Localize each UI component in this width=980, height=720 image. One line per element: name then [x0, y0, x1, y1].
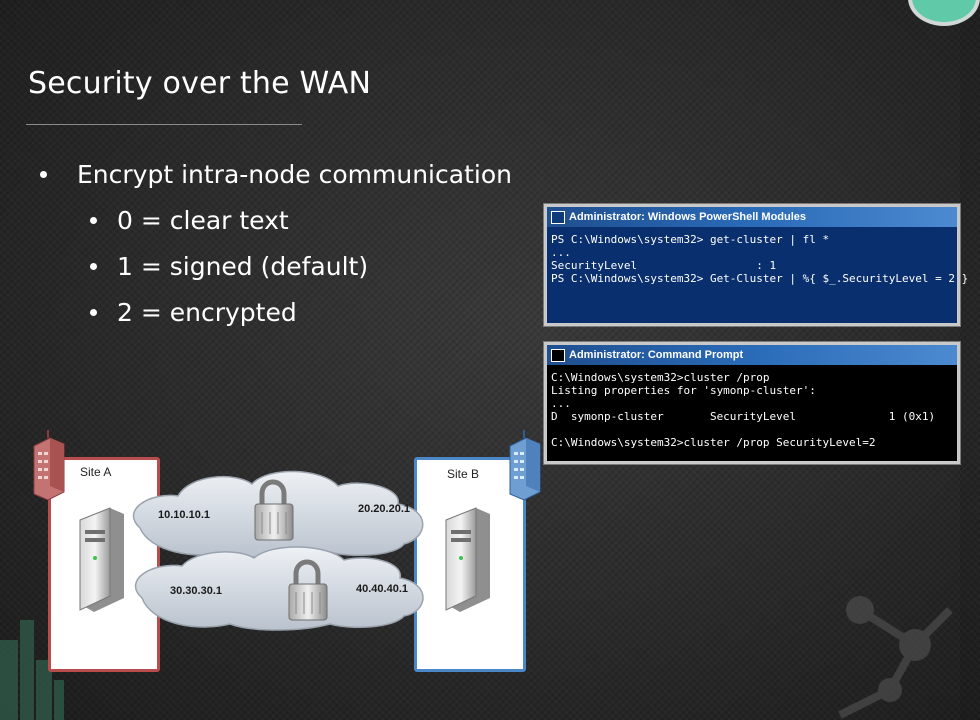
console-line: ...: [551, 397, 571, 410]
page-title: Security over the WAN: [28, 66, 372, 101]
cmd-title-bar[interactable]: Administrator: Command Prompt: [547, 345, 957, 365]
site-a-box: [48, 457, 160, 672]
powershell-console[interactable]: PS C:\Windows\system32> get-cluster | fl…: [547, 227, 969, 323]
bullet-main: Encrypt intra-node communication: [40, 160, 512, 189]
city-decoration: [0, 620, 64, 720]
powershell-title-bar[interactable]: Administrator: Windows PowerShell Module…: [547, 207, 957, 227]
console-line: C:\Windows\system32>cluster /prop: [551, 371, 770, 384]
cmd-icon: [551, 348, 565, 362]
sub-bullet: 2 = encrypted: [90, 298, 297, 327]
ip-label: 40.40.40.1: [356, 583, 408, 595]
ip-label: 20.20.20.1: [358, 503, 410, 515]
network-decoration: [838, 596, 953, 719]
console-line: PS C:\Windows\system32> get-cluster | fl…: [551, 233, 830, 246]
console-line: [551, 423, 953, 436]
title-divider: [26, 124, 302, 125]
site-b-label: Site B: [447, 467, 480, 481]
console-line: PS C:\Windows\system32> Get-Cluster | %{…: [551, 272, 969, 285]
ip-label: 30.30.30.1: [170, 585, 222, 597]
console-line: C:\Windows\system32>cluster /prop Securi…: [551, 436, 876, 449]
bullet-dot-icon: [90, 309, 97, 316]
sub-bullet-text: 0 = clear text: [117, 206, 289, 235]
site-b-box: [414, 457, 526, 672]
console-line: D symonp-cluster SecurityLevel 1 (0x1): [551, 410, 936, 423]
sub-bullet: 1 = signed (default): [90, 252, 368, 281]
bullet-dot-icon: [90, 263, 97, 270]
bullet-main-text: Encrypt intra-node communication: [77, 160, 512, 189]
sub-bullet: 0 = clear text: [90, 206, 289, 235]
padlock-icon: [254, 479, 294, 541]
sub-bullet-text: 2 = encrypted: [117, 298, 297, 327]
padlock-icon: [288, 559, 328, 621]
powershell-title: Administrator: Windows PowerShell Module…: [569, 211, 807, 223]
sub-bullet-text: 1 = signed (default): [117, 252, 369, 281]
console-line: SecurityLevel : 1: [551, 259, 777, 272]
command-prompt-window[interactable]: Administrator: Command Prompt C:\Windows…: [544, 342, 960, 464]
console-line: ...: [551, 246, 571, 259]
powershell-window[interactable]: Administrator: Windows PowerShell Module…: [544, 204, 969, 326]
bullet-dot-icon: [40, 171, 47, 178]
corner-decoration: [908, 0, 980, 26]
ip-label: 10.10.10.1: [158, 509, 210, 521]
console-line: Listing properties for 'symonp-cluster':: [551, 384, 816, 397]
cmd-title: Administrator: Command Prompt: [569, 349, 744, 361]
site-a-label: Site A: [80, 465, 112, 479]
powershell-icon: [551, 210, 565, 224]
bullet-dot-icon: [90, 217, 97, 224]
